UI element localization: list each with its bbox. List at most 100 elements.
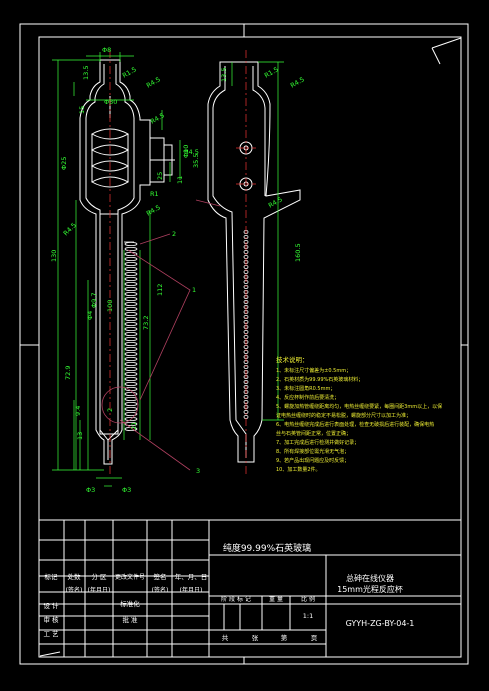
- note-line: 4、反应杯制作前后要清洗；: [276, 394, 339, 401]
- leader-number: 2: [172, 230, 176, 238]
- note-line: 6、电热丝缠绕完成后进行表面处理，检查无破损后进行装配，确保电热: [276, 421, 434, 428]
- left-dimension-label: Φ3: [122, 486, 131, 494]
- coil-turn: [124, 336, 138, 341]
- left-dimension-label: 13.5: [82, 66, 90, 80]
- coil-turn: [124, 286, 138, 291]
- coil-turn: [124, 406, 138, 411]
- coil-turn: [124, 276, 138, 281]
- coil-turn: [124, 396, 138, 401]
- coil-turn: [243, 299, 249, 304]
- left-dimension-label: R4.5: [184, 148, 199, 156]
- right-dimension-label: 160.5: [294, 243, 302, 262]
- sheet-total-label: 共: [222, 633, 229, 642]
- title-block: [38, 519, 462, 658]
- design-label: 设 计: [43, 601, 59, 610]
- right-dimension-label: R4.5: [267, 195, 284, 209]
- note-line: 1、未标注尺寸偏差为±0.5mm；: [276, 367, 351, 374]
- coil-turn: [124, 291, 138, 296]
- left-dimension-label: Φ9.7: [90, 293, 98, 308]
- scale-value: 1:1: [303, 612, 313, 620]
- sub-date: (年月日): [88, 586, 111, 594]
- note-line: 10、加工数量2件。: [276, 466, 321, 473]
- coil-turn: [124, 256, 138, 261]
- note-line: 2、石英材质为99.99%石英玻璃材料；: [276, 376, 363, 383]
- coil-turn: [124, 401, 138, 406]
- sheet-number-label: 第: [281, 633, 288, 642]
- left-dimension-label: 15: [78, 106, 86, 114]
- coil-turn: [124, 361, 138, 366]
- coil-turn: [124, 271, 138, 276]
- coil-turn: [124, 356, 138, 361]
- coil-turn: [124, 411, 138, 416]
- left-dimension-label: R1.5: [121, 65, 138, 79]
- technical-notes: 技术说明： 1、未标注尺寸偏差为±0.5mm；2、石英材质为99.99%石英玻璃…: [276, 355, 442, 473]
- centerlines: [109, 50, 256, 475]
- coil-turn: [124, 391, 138, 396]
- left-dimension-label: R4.5: [149, 111, 166, 125]
- left-dimension-label: 11: [176, 176, 184, 184]
- coil-turn: [124, 296, 138, 301]
- approve-label: 批 准: [122, 615, 138, 624]
- sub-date-2: (年月日): [180, 586, 203, 594]
- coil-turn: [124, 386, 138, 391]
- note-line: 5、螺旋加热管缠绕距离均匀，电热丝缠绕要紧，每圈间距3mm以上，以保: [276, 403, 442, 410]
- header-date: 年、月、日: [175, 572, 208, 581]
- coil-turn: [124, 281, 138, 286]
- coil-turn: [124, 246, 138, 251]
- note-line: 8、所有焊接部位需光滑无气泡；: [276, 448, 349, 455]
- right-view-body: [207, 61, 301, 463]
- right-dimension-label: R4.5: [289, 75, 306, 89]
- heating-coil: [90, 128, 130, 188]
- coil-turn: [124, 331, 138, 336]
- coil-turn: [124, 376, 138, 381]
- stage-label: 阶 段 标 记: [221, 595, 251, 603]
- weight-label: 重 量: [269, 595, 283, 603]
- left-dimension-label: Φ25: [60, 157, 68, 170]
- left-dimension-label: R4.5: [62, 221, 78, 237]
- left-dimension-label: 73.2: [142, 316, 150, 330]
- left-dimension-label: Φ30: [104, 98, 117, 106]
- left-dimension-label: 130: [50, 250, 58, 262]
- note-line: 3、未标注圆角R0.5mm；: [276, 385, 335, 392]
- coil-turn: [124, 371, 138, 376]
- header-change-doc: 更改文件号: [115, 573, 145, 581]
- review-label: 审 核: [43, 615, 59, 624]
- coil-turn: [124, 321, 138, 326]
- coil-turn: [124, 266, 138, 271]
- dimension-lines: [52, 52, 284, 487]
- notes-lines: 1、未标注尺寸偏差为±0.5mm； 2、石英材质为99.99%石英玻璃材料； 3、未…: [276, 367, 442, 473]
- part-name: 15mm光程反应杯: [337, 584, 403, 594]
- orientation-triangle: [431, 37, 462, 65]
- left-dimension-label: R1: [150, 190, 159, 198]
- leader-labels: 1 2 3: [172, 230, 200, 475]
- process-label: 工 艺: [43, 630, 59, 638]
- left-dimension-label: 35.5: [192, 154, 200, 168]
- coil-turn: [124, 326, 138, 331]
- left-dimension-label: 9.4: [74, 406, 82, 416]
- orientation-triangle-bottom: [39, 651, 61, 657]
- leader-lines: [101, 199, 221, 471]
- drawing-number: GYYH-ZG-BY-04-1: [346, 619, 415, 628]
- left-dimension-label: Φ8: [102, 46, 111, 54]
- coil-turn: [124, 416, 138, 421]
- sub-signature-2: (签名): [152, 586, 169, 594]
- coil-turn: [124, 381, 138, 386]
- coil-turn: [124, 261, 138, 266]
- note-line: 证电热丝缠绕时的稳定不易松脱，螺旋部分尺寸以加工为准；: [276, 412, 411, 419]
- right-dimension-label: 13.5: [220, 68, 228, 82]
- left-dimension-label: Φ4: [86, 311, 94, 320]
- header-mark: 标记: [45, 572, 59, 581]
- coil-turn: [243, 379, 249, 384]
- left-dimension-label: Φ10: [182, 145, 190, 158]
- left-dimension-label: Φ3: [86, 486, 95, 494]
- left-dimension-label: 2: [106, 408, 114, 412]
- outer-border: [19, 23, 469, 665]
- leader-number: 1: [192, 286, 196, 294]
- material: 纯度99.99%石英玻璃: [223, 542, 311, 554]
- left-dimension-label: 25: [156, 172, 164, 180]
- coil-turn: [124, 341, 138, 346]
- leader-number: 3: [196, 467, 200, 475]
- note-line: 9、若产品出现问题应及时反馈；: [276, 457, 349, 464]
